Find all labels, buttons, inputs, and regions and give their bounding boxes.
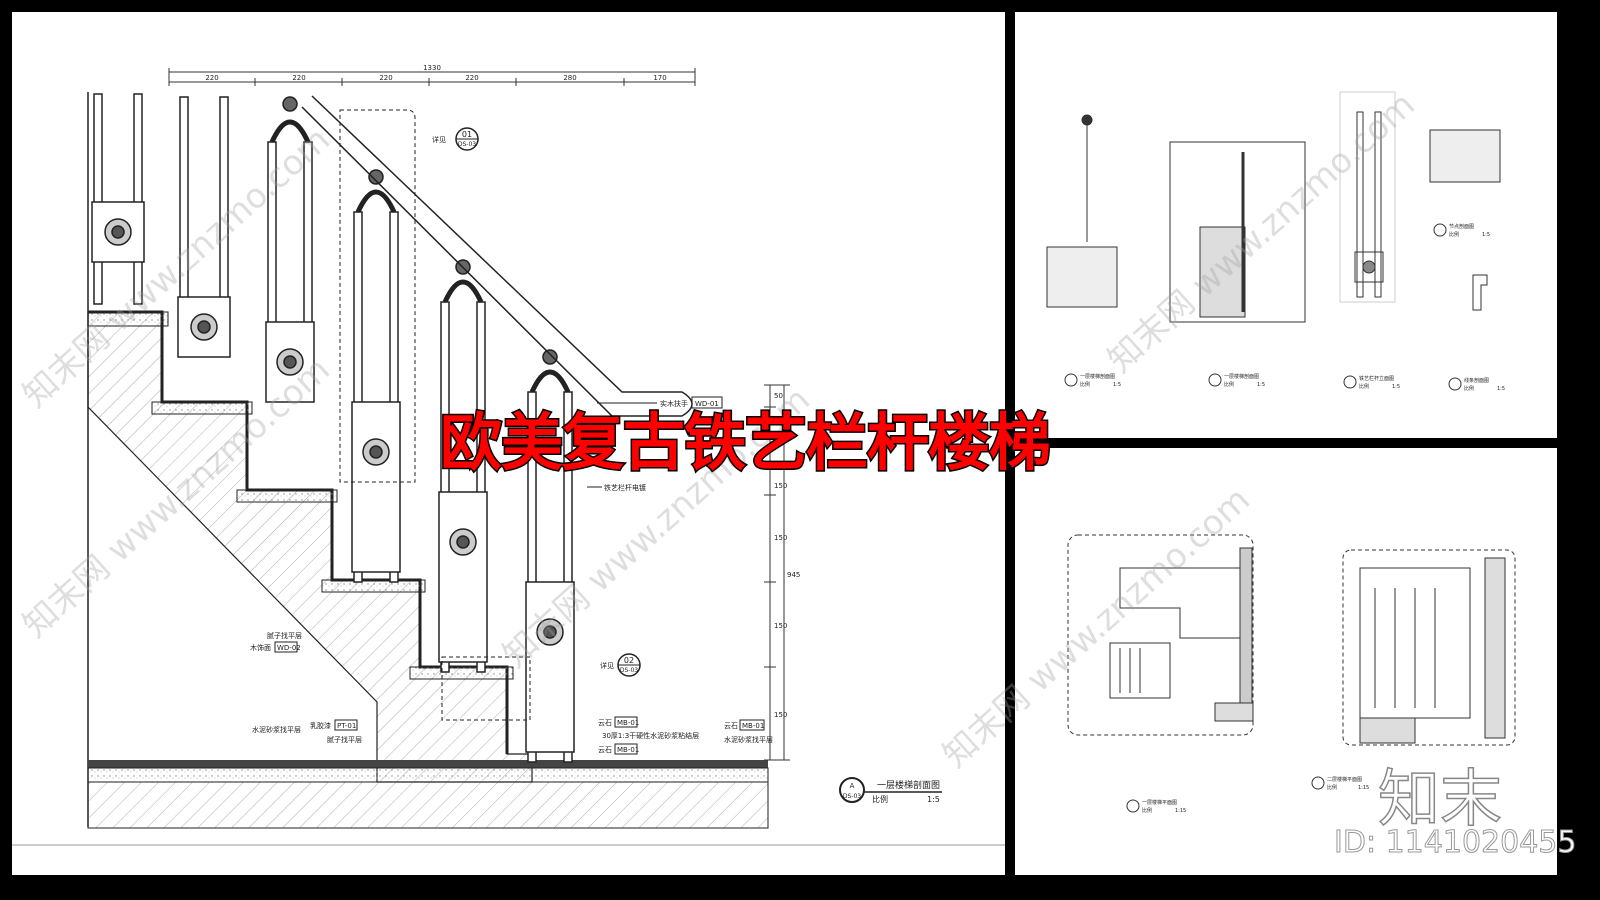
label-mortar: 30厚1:3干硬性水泥砂浆粘结层 <box>602 731 699 740</box>
dim: 220 <box>465 74 478 82</box>
scale: 1:5 <box>1497 386 1505 392</box>
detail-4 <box>1429 129 1501 311</box>
caption-index: A <box>850 782 855 790</box>
label-wood: 木饰面 <box>250 643 271 652</box>
dim: 50 <box>774 392 783 400</box>
scale-label: 比例 <box>1327 784 1337 791</box>
callout-sheet: DS-03 <box>620 667 638 674</box>
plan-1 <box>1067 534 1254 736</box>
dim-total: 1330 <box>423 64 441 72</box>
drawing-caption: A DS-03 一层楼梯剖面图 比例 1:5 <box>839 777 942 804</box>
scale: 1:15 <box>1175 808 1186 814</box>
detail-title: 节点剖面图 <box>1449 223 1474 230</box>
scale-label: 比例 <box>1464 385 1474 392</box>
dim: 150 <box>774 622 787 630</box>
detail-3 <box>1339 91 1396 303</box>
label-marble: 云石 <box>724 722 738 730</box>
label-detail: 详见 <box>432 135 446 144</box>
dim: 280 <box>563 74 576 82</box>
label-marble: 云石 <box>598 746 612 754</box>
callout-02: 02 DS-03 <box>617 653 641 677</box>
label-code: MB-01 <box>617 719 639 727</box>
caption-scale: 1:5 <box>927 795 940 804</box>
right-dimension <box>764 384 790 761</box>
label-waterproof: 腻子找平层 <box>327 735 362 744</box>
caption-sheet: DS-03 <box>843 793 861 800</box>
label-marble: 云石 <box>598 719 612 727</box>
top-dimension <box>168 68 696 86</box>
scale-label: 比例 <box>1080 381 1090 388</box>
callout-01: 01 DS-03 <box>455 127 479 151</box>
stair-section-svg: 1330 220 220 220 220 280 170 <box>12 64 1005 846</box>
label-code: PT-01 <box>337 722 356 730</box>
scale-label: 比例 <box>1449 231 1459 238</box>
dim: 220 <box>292 74 305 82</box>
label-paint: 乳胶漆 <box>310 721 331 730</box>
caption-scale-label: 比例 <box>872 794 888 804</box>
scale-label: 比例 <box>1224 381 1234 388</box>
label-code: WD-02 <box>277 644 301 652</box>
brand-logo: 知末 <box>1377 761 1503 836</box>
plan-title: 二层楼梯平面图 <box>1327 776 1362 783</box>
scale: 1:5 <box>1257 382 1265 388</box>
label-code: MB-01 <box>742 722 764 730</box>
main-section-drawing: 1330 220 220 220 220 280 170 <box>12 12 1005 875</box>
dim: 150 <box>774 482 787 490</box>
callout-number: 02 <box>624 656 634 665</box>
scale-label: 比例 <box>1142 807 1152 814</box>
dim: 170 <box>653 74 666 82</box>
image-id: ID: 1141020455 <box>1333 825 1577 861</box>
dim-total: 945 <box>787 571 800 579</box>
label-handrail: 实木扶手 <box>660 399 688 408</box>
label-leveling: 水泥砂浆找平层 <box>252 725 301 734</box>
detail-drawings-panel: 一层楼梯剖面图 比例 1:5 一层楼梯剖面图 比例 1:5 铁艺栏杆立面图 比例… <box>1015 12 1557 438</box>
dim: 220 <box>379 74 392 82</box>
page-title: 欧美复古铁艺栏杆楼梯 <box>438 406 1052 479</box>
dim: 150 <box>774 534 787 542</box>
detail-title: 铁艺栏杆立面图 <box>1359 375 1394 382</box>
label-leveling: 水泥砂浆找平层 <box>724 735 773 744</box>
callout-number: 01 <box>462 130 472 139</box>
stair-plans-panel: 一层楼梯平面图 比例 1:15 二层楼梯平面图 比例 1:15 <box>1015 448 1557 875</box>
label-code: MB-01 <box>617 746 639 754</box>
scale: 1:5 <box>1392 384 1400 390</box>
label-railing: 铁艺栏杆电镀 <box>604 483 646 492</box>
stair-structure <box>12 92 1005 846</box>
detail-1 <box>1046 114 1118 308</box>
label-code: WD-01 <box>695 400 719 408</box>
scale: 1:15 <box>1358 785 1369 791</box>
dim: 150 <box>774 711 787 719</box>
detail-title: 一层楼梯剖面图 <box>1080 373 1115 380</box>
caption-title: 一层楼梯剖面图 <box>877 779 940 791</box>
callout-sheet: DS-03 <box>458 141 476 148</box>
label-waterproof: 腻子找平层 <box>267 631 302 640</box>
plan-2 <box>1342 549 1516 746</box>
detail-2 <box>1169 141 1306 323</box>
plan-title: 一层楼梯平面图 <box>1142 799 1177 806</box>
label-detail: 详见 <box>600 661 614 670</box>
detail-title: 一层楼梯剖面图 <box>1224 373 1259 380</box>
scale: 1:5 <box>1113 382 1121 388</box>
scale: 1:5 <box>1482 232 1490 238</box>
dim: 220 <box>205 74 218 82</box>
detail-title: 线条剖面图 <box>1464 377 1489 384</box>
scale-label: 比例 <box>1359 383 1369 390</box>
